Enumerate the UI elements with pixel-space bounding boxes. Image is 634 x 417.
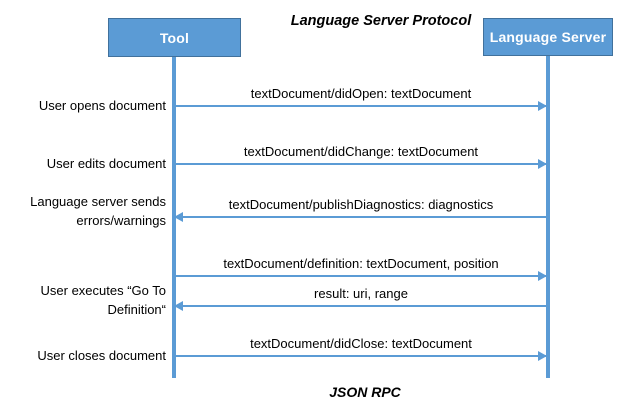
message-caption-didchange: textDocument/didChange: textDocument <box>243 144 479 159</box>
arrowhead-right-icon <box>538 101 547 111</box>
participant-language-server-label: Language Server <box>489 29 607 45</box>
message-caption-result: result: uri, range <box>314 286 408 301</box>
arrowhead-left-icon <box>174 212 183 222</box>
message-arrow-result <box>174 305 548 307</box>
message-arrow-publishdiagnostics <box>174 216 548 218</box>
annotation-user-edits-document: User edits document <box>46 156 166 171</box>
arrowhead-right-icon <box>538 159 547 169</box>
message-arrow-didchange <box>174 163 548 165</box>
message-arrow-didclose <box>174 355 548 357</box>
lifeline-language-server <box>546 56 550 378</box>
arrowhead-right-icon <box>538 351 547 361</box>
arrowhead-left-icon <box>174 301 183 311</box>
annotation-user-closes-document: User closes document <box>37 348 166 363</box>
message-caption-publishdiagnostics: textDocument/publishDiagnostics: diagnos… <box>228 197 494 212</box>
participant-tool-label: Tool <box>159 29 190 46</box>
message-arrow-definition <box>174 275 548 277</box>
protocol-footer-label: JSON RPC <box>329 384 401 400</box>
participant-language-server[interactable]: Language Server <box>483 18 613 56</box>
diagram-title: Language Server Protocol <box>290 13 472 29</box>
message-caption-didopen: textDocument/didOpen: textDocument <box>250 86 472 101</box>
annotation-user-executes-go-to-definition: User executes “Go To Definition“ <box>40 283 166 317</box>
annotation-user-opens-document: User opens document <box>38 98 166 113</box>
message-caption-definition: textDocument/definition: textDocument, p… <box>223 256 499 271</box>
participant-tool[interactable]: Tool <box>108 18 241 57</box>
annotation-language-server-sends-errors: Language server sends errors/warnings <box>30 194 166 228</box>
message-caption-didclose: textDocument/didClose: textDocument <box>250 336 472 351</box>
message-arrow-didopen <box>174 105 548 107</box>
arrowhead-right-icon <box>538 271 547 281</box>
